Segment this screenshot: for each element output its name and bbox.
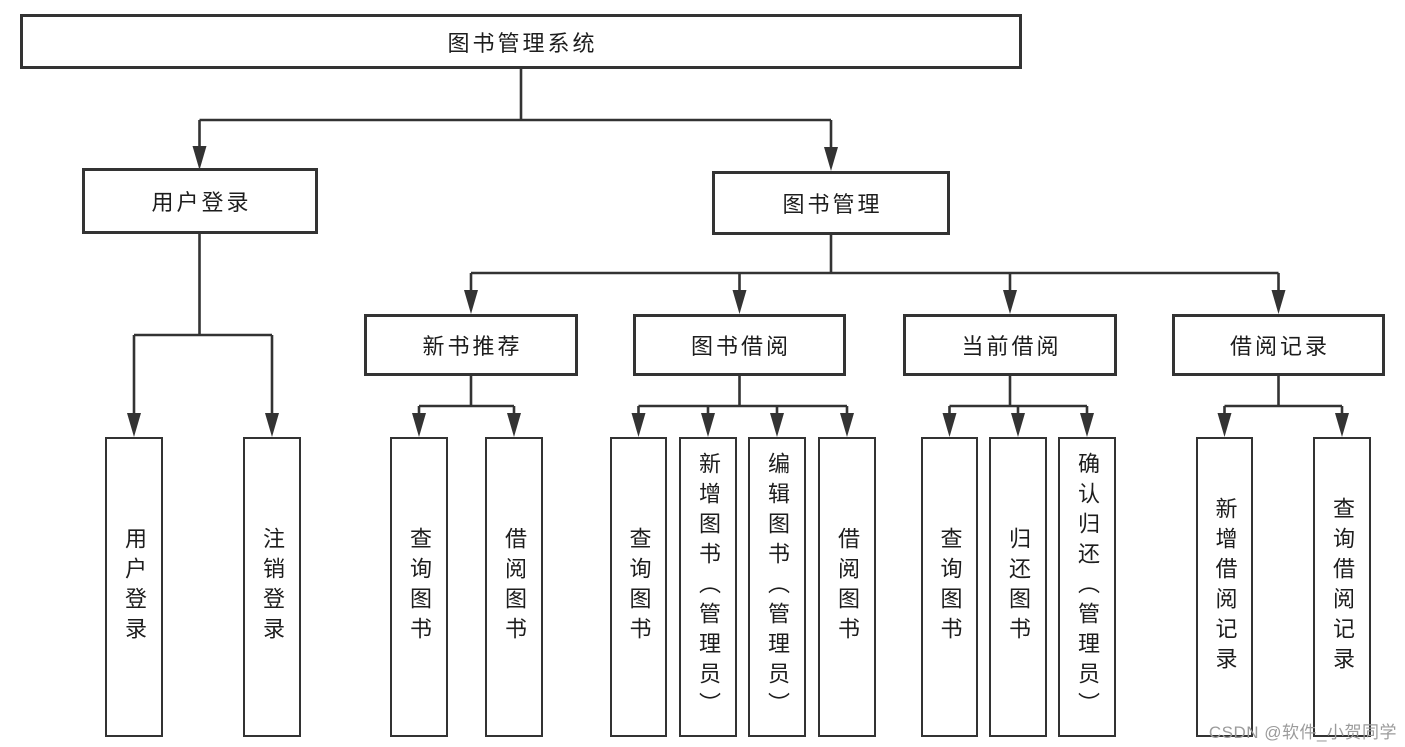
leaf-borrow-books-recommend: 借阅图书 <box>485 437 543 737</box>
leaf-label: 查询图书 <box>937 527 963 647</box>
leaf-label: 查询图书 <box>407 527 432 647</box>
node-label: 借阅记录 <box>1229 334 1330 359</box>
leaf-add-borrow-record: 新增借阅记录 <box>1196 437 1253 737</box>
node-label: 图书管理系统 <box>447 30 598 56</box>
node-new-book-recommend: 新书推荐 <box>364 314 578 376</box>
leaf-query-books-current: 查询图书 <box>921 437 978 737</box>
leaf-label: 借阅图书 <box>835 527 860 647</box>
leaf-label: 查询借阅记录 <box>1330 497 1355 677</box>
leaf-query-books-borrowing: 查询图书 <box>610 437 667 737</box>
csdn-watermark: CSDN @软件_小贺同学 <box>1208 723 1397 742</box>
leaf-label: 确认归还（管理员） <box>1075 452 1100 722</box>
leaf-label: 新增图书（管理员） <box>696 452 721 722</box>
node-current-borrowing: 当前借阅 <box>903 314 1117 376</box>
leaf-logout: 注销登录 <box>243 437 301 737</box>
leaf-label: 新增借阅记录 <box>1212 497 1238 677</box>
node-label: 图书管理 <box>782 192 883 217</box>
leaf-return-book: 归还图书 <box>989 437 1047 737</box>
node-user-login: 用户登录 <box>82 168 318 234</box>
leaf-edit-book-admin: 编辑图书（管理员） <box>748 437 806 737</box>
leaf-label: 借阅图书 <box>502 527 527 647</box>
leaf-borrow-books-borrowing: 借阅图书 <box>818 437 876 737</box>
leaf-label: 归还图书 <box>1006 527 1031 647</box>
node-label: 图书借阅 <box>690 334 791 359</box>
node-book-borrowing: 图书借阅 <box>633 314 846 376</box>
leaf-query-borrow-record: 查询借阅记录 <box>1313 437 1371 737</box>
leaf-query-books-recommend: 查询图书 <box>390 437 448 737</box>
node-label: 用户登录 <box>151 190 252 215</box>
leaf-add-book-admin: 新增图书（管理员） <box>679 437 737 737</box>
node-borrowing-records: 借阅记录 <box>1172 314 1385 376</box>
leaf-label: 查询图书 <box>626 527 652 647</box>
leaf-label: 编辑图书（管理员） <box>765 452 790 722</box>
node-label: 新书推荐 <box>422 334 523 359</box>
node-label: 当前借阅 <box>961 334 1062 359</box>
leaf-label: 用户登录 <box>122 527 147 647</box>
node-book-management: 图书管理 <box>712 171 950 235</box>
leaf-label: 注销登录 <box>260 527 285 647</box>
leaf-confirm-return-admin: 确认归还（管理员） <box>1058 437 1116 737</box>
node-root-library-system: 图书管理系统 <box>20 14 1022 69</box>
leaf-user-login: 用户登录 <box>105 437 163 737</box>
